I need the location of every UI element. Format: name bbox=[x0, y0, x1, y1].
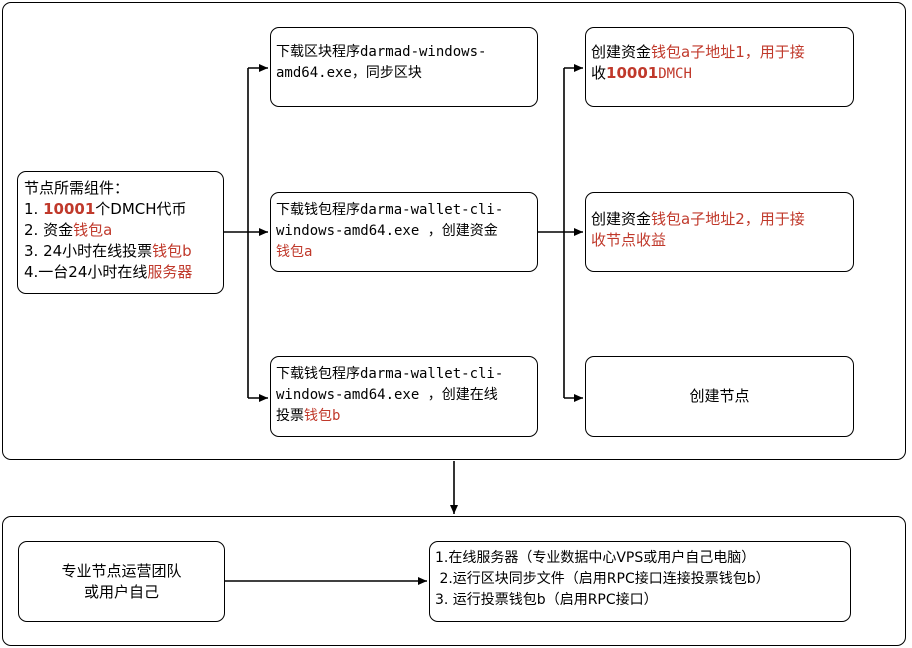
components-title: 节点所需组件： bbox=[24, 179, 130, 197]
create-node-box: 创建节点 bbox=[585, 356, 854, 437]
subaddress-2-box: 创建资金钱包a子地址2，用于接 收节点收益 bbox=[585, 192, 854, 272]
server-steps-box: 1.在线服务器（专业数据中心VPS或用户自己电脑） 2.运行区块同步文件（启用R… bbox=[429, 541, 851, 622]
download-wallet-a-box: 下载钱包程序darma-wallet-cli- windows-amd64.ex… bbox=[270, 192, 538, 272]
operator-box: 专业节点运营团队 或用户自己 bbox=[18, 541, 225, 622]
components-box: 节点所需组件： 1. 10001个DMCH代币 2. 资金钱包a 3. 24小时… bbox=[17, 171, 224, 294]
component-item-2: 2. 资金钱包a bbox=[24, 221, 113, 239]
component-item-3: 3. 24小时在线投票钱包b bbox=[24, 242, 192, 260]
subaddress-1-box: 创建资金钱包a子地址1，用于接 收10001DMCH bbox=[585, 27, 854, 107]
download-blocks-box: 下载区块程序darmad-windows- amd64.exe，同步区块 bbox=[270, 27, 538, 107]
component-item-1: 1. 10001个DMCH代币 bbox=[24, 200, 187, 218]
download-wallet-b-box: 下载钱包程序darma-wallet-cli- windows-amd64.ex… bbox=[270, 356, 538, 437]
component-item-4: 4.一台24小时在线服务器 bbox=[24, 263, 193, 281]
